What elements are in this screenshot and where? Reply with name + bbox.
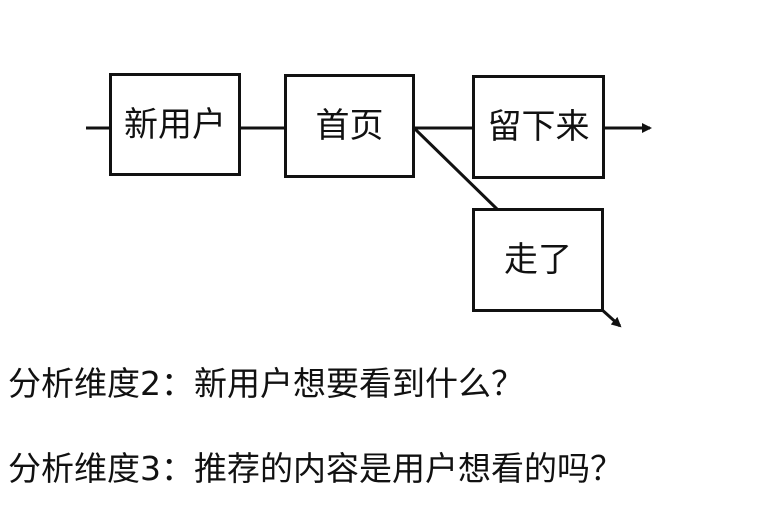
node-home-label: 首页 <box>315 106 384 146</box>
node-leave-label: 走了 <box>504 240 572 280</box>
node-stay-label: 留下来 <box>487 107 590 147</box>
question-dimension-3: 分析维度3：推荐的内容是用户想看的吗？ <box>8 449 623 488</box>
node-stay: 留下来 <box>472 75 605 179</box>
question-dimension-2: 分析维度2：新用户想要看到什么？ <box>8 364 524 403</box>
node-new-user: 新用户 <box>109 73 241 176</box>
node-new-user-label: 新用户 <box>124 104 226 145</box>
node-leave: 走了 <box>472 208 604 312</box>
edge-home-to-leave <box>412 126 500 212</box>
node-home: 首页 <box>284 74 415 178</box>
